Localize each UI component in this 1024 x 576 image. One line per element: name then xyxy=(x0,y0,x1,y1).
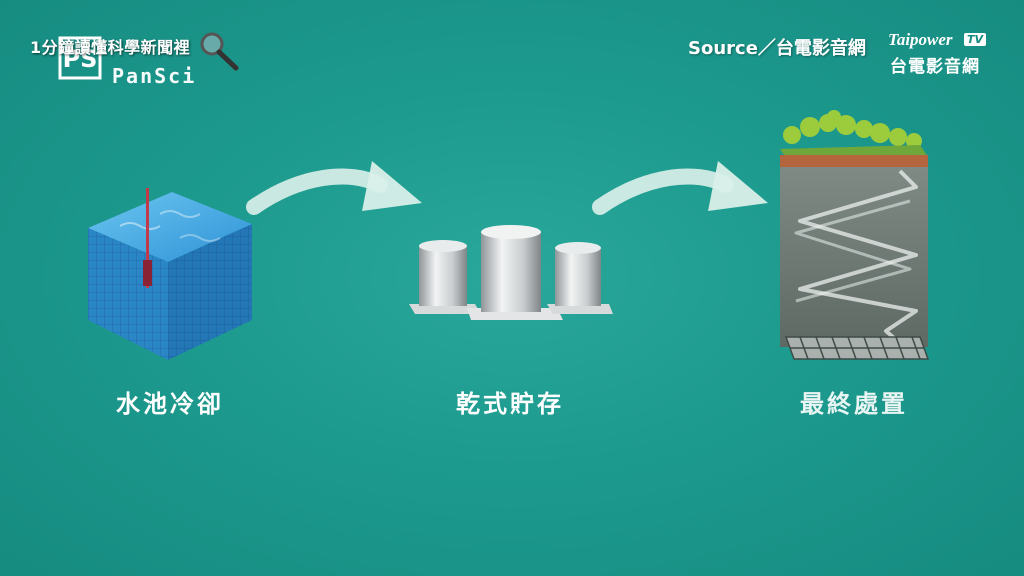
magnifier-icon xyxy=(200,32,239,71)
dry-cask-storage-icon xyxy=(409,225,613,320)
taipower-subtitle: 台電影音網 xyxy=(890,57,980,77)
arrow-right-icon xyxy=(246,161,422,215)
stage-label-dry-storage: 乾式貯存 xyxy=(456,390,564,418)
taipower-brand: Taipower xyxy=(888,30,953,49)
stage-label-final-disposal: 最終處置 xyxy=(800,390,908,418)
logo-letters: PS xyxy=(63,45,98,73)
news-ticker-text: 1分鐘讀懂科學新聞裡 xyxy=(30,38,191,57)
brand-name: PanSci xyxy=(112,64,197,88)
water-pool-cube-icon xyxy=(88,188,252,360)
arrow-right-icon xyxy=(592,161,768,215)
tv-badge: TV xyxy=(964,33,987,46)
stage-label-pool-cooling: 水池冷卻 xyxy=(116,390,224,418)
pansci-logo-icon: PS xyxy=(58,36,102,80)
geological-repository-icon xyxy=(780,110,930,360)
source-credit: Source／台電影音網 xyxy=(688,38,866,59)
